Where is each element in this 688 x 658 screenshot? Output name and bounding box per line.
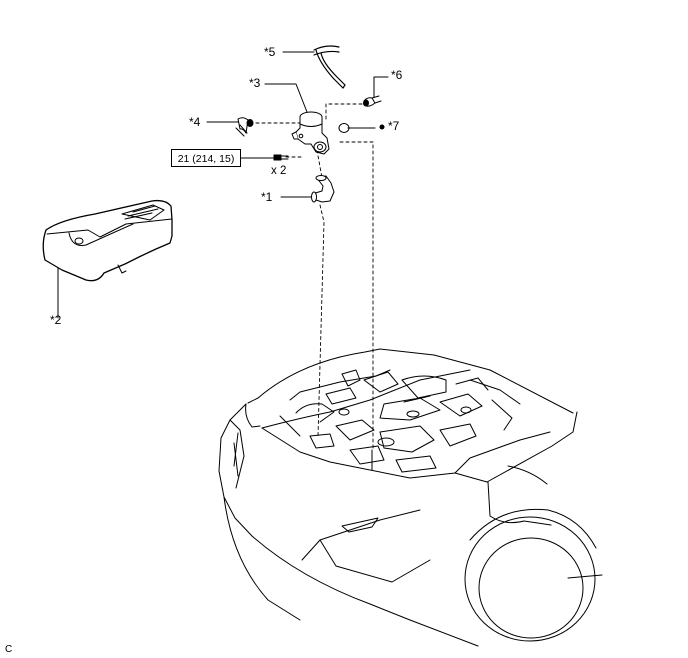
callout-label-3: *3 — [249, 76, 261, 90]
hose-part-1 — [311, 175, 335, 203]
engine-cover-part-2 — [42, 199, 173, 282]
callout-label-2: *2 — [50, 313, 62, 327]
valve-assembly-part-3 — [291, 111, 330, 155]
assembly-dashed-lines — [249, 103, 374, 451]
vehicle-outline — [218, 348, 603, 647]
figure-reference-code: C — [5, 644, 13, 655]
bolt-quantity: x 2 — [271, 165, 287, 177]
bolt-icon — [240, 154, 289, 161]
hose-end-part-6 — [363, 95, 382, 107]
callout-label-1: *1 — [261, 190, 273, 204]
hose-part-4 — [235, 117, 254, 137]
callout-label-5: *5 — [264, 45, 276, 59]
o-ring-part-7 — [338, 123, 385, 133]
leader-lines — [57, 51, 389, 319]
torque-spec-box: 21 (214, 15) — [171, 149, 241, 167]
hose-part-5 — [313, 45, 346, 89]
callout-label-6: *6 — [391, 68, 403, 82]
callout-label-4: *4 — [189, 115, 201, 129]
callout-label-7: *7 — [388, 119, 400, 133]
